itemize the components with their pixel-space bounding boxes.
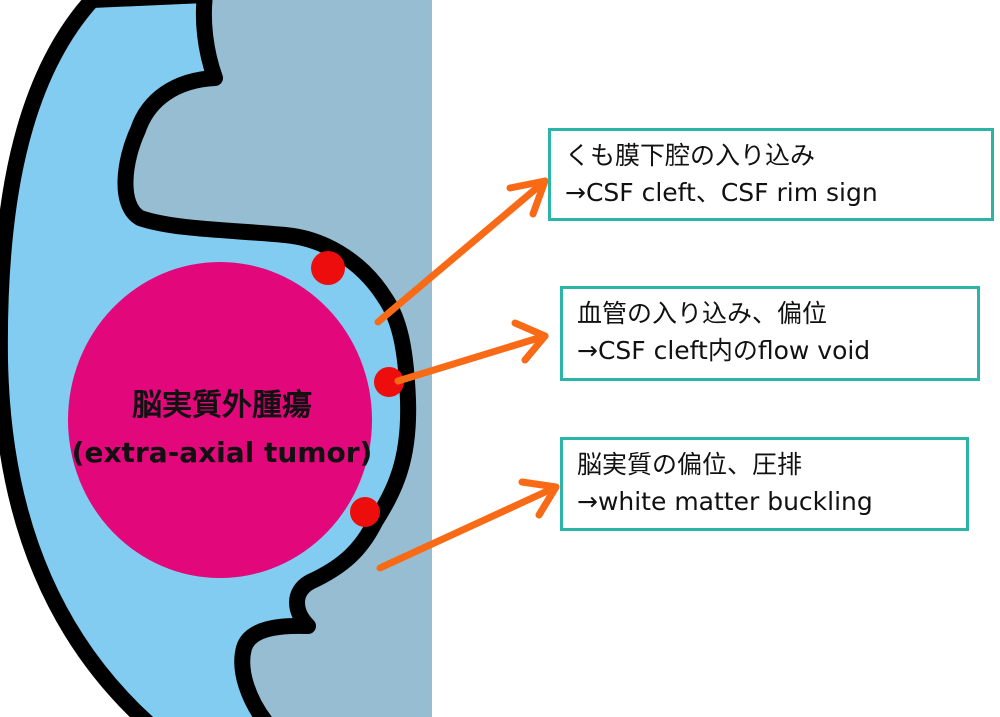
callout-flow-void-line2: →CSF cleft内のflow void <box>577 336 871 365</box>
vessel-dot <box>374 367 404 397</box>
arrow-white-matter <box>376 478 560 572</box>
callout-white-matter-line2: →white matter buckling <box>577 487 873 516</box>
callout-flow-void: 血管の入り込み、偏位 →CSF cleft内のflow void <box>560 286 980 381</box>
vessel-dot <box>311 251 345 285</box>
callout-csf-cleft-line1: くも膜下腔の入り込み <box>565 141 816 170</box>
callout-csf-cleft: くも膜下腔の入り込み →CSF cleft、CSF rim sign <box>548 128 994 221</box>
vessel-dot <box>350 497 380 527</box>
arrow-flow-void <box>394 319 549 385</box>
callout-csf-cleft-line2: →CSF cleft、CSF rim sign <box>565 178 878 207</box>
tumor-label-en: (extra-axial tumor) <box>72 436 373 469</box>
tumor <box>68 262 372 578</box>
callout-white-matter: 脳実質の偏位、圧排 →white matter buckling <box>560 437 969 531</box>
callout-white-matter-line1: 脳実質の偏位、圧排 <box>577 450 803 479</box>
arrow-csf-cleft <box>374 177 549 326</box>
callout-flow-void-line1: 血管の入り込み、偏位 <box>577 299 828 328</box>
tumor-label-ja: 脳実質外腫瘍 <box>132 388 312 423</box>
